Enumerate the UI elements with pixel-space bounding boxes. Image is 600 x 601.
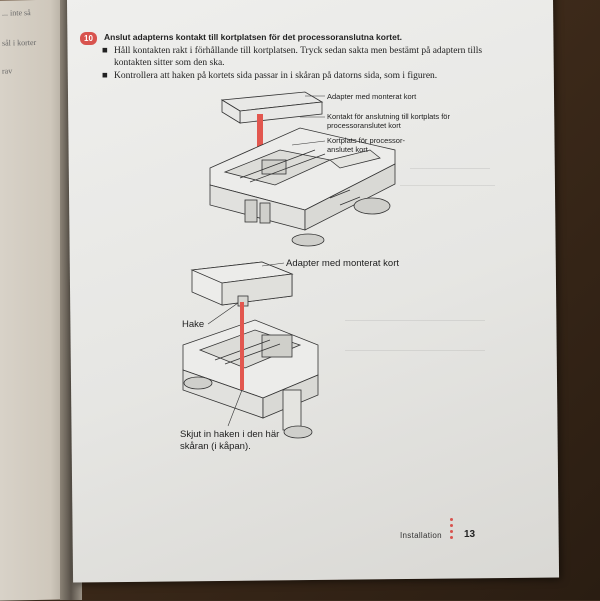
callout-adapter: Adapter med monterat kort [327,92,417,101]
figure1-leader-lines [291,95,326,146]
show-through [345,350,485,355]
callout-hook: Hake [182,319,205,330]
page-number: 13 [464,529,476,540]
show-through [410,168,490,173]
bullet-text: Håll kontakten rakt i förhållande till k… [114,46,483,68]
show-through [345,320,485,325]
figure2-leader-lines [207,262,285,427]
figure2-guide-arrow [240,302,244,390]
footer-dots-icon [450,518,453,546]
figure1-adapter [220,91,324,124]
show-through [400,185,495,190]
figure2-foot [283,425,313,439]
figure1-computer-case [209,127,396,231]
figure2-computer-case [182,319,319,431]
footer-section-title: Installation [400,531,442,540]
callout-adapter-mounted: Adapter med monterat kort [286,258,399,269]
figure1-arrow-shaft [257,114,263,152]
callout-slot-instruction: Skjut in haken i den här skåran (i kåpan… [180,429,280,452]
bullet-text: Kontrollera att haken på kortets sida pa… [114,71,438,81]
callout-card-slot: Kortplats för processor-anslutet kort [327,136,405,154]
figure2-foot [183,376,213,390]
bullet-icon: ■ [102,46,108,56]
figure2-adapter [190,261,294,307]
step-number-badge: 10 [80,32,97,45]
bullet-icon: ■ [102,71,108,81]
figure1-foot [353,197,391,215]
instruction-bullet: ■ Håll kontakten rakt i förhållande till… [102,46,492,69]
step-heading: Anslut adapterns kontakt till kortplatse… [104,32,403,42]
instruction-bullet: ■ Kontrollera att haken på kortets sida … [102,71,492,83]
callout-connector: Kontakt för anslutning till kortplats fö… [327,112,450,130]
figure1-foot [291,233,325,247]
